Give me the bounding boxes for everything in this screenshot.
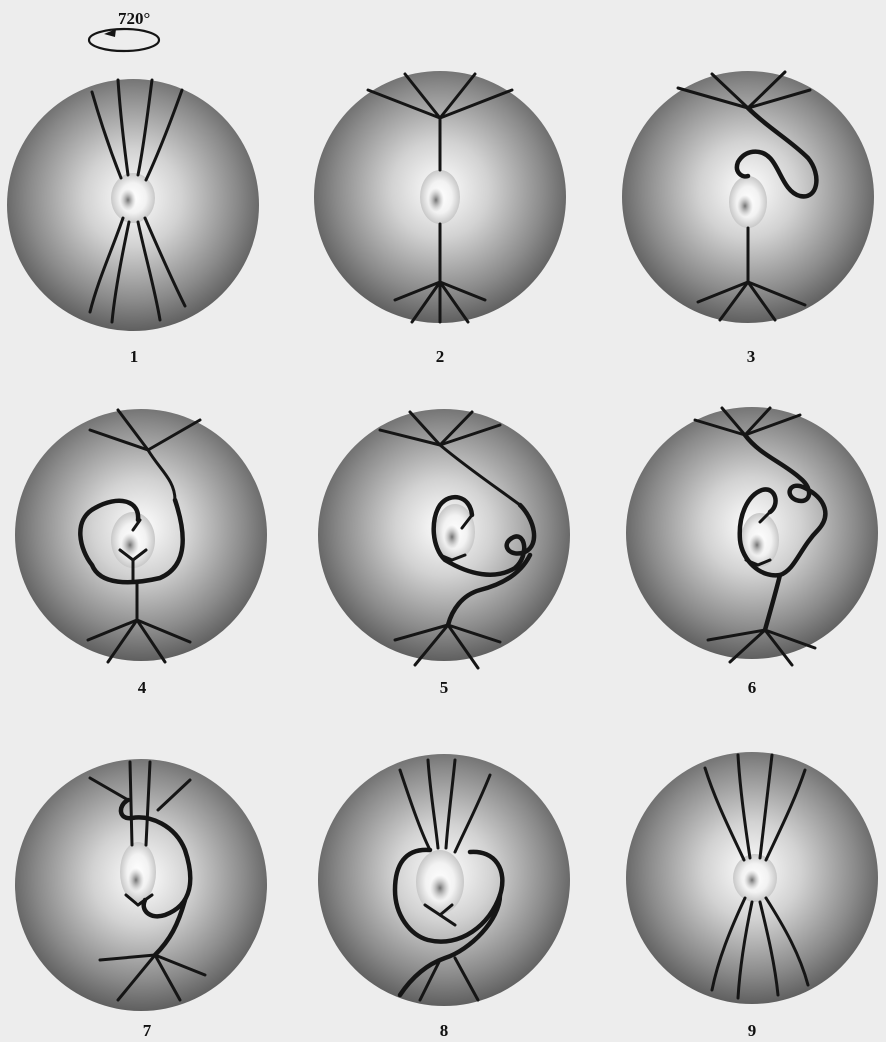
panel-number: 3 — [747, 347, 756, 366]
rotation-indicator: 720° — [89, 9, 159, 51]
panel-number: 9 — [748, 1021, 757, 1040]
fundus-panel-7: 7 — [15, 759, 267, 1040]
rotation-label: 720° — [118, 9, 150, 28]
fundus-panel-1: 1 — [7, 79, 259, 366]
panel-number: 7 — [143, 1021, 152, 1040]
panel-number: 5 — [440, 678, 449, 697]
panel-number: 1 — [130, 347, 139, 366]
fundus-panel-9: 9 — [626, 752, 878, 1040]
fundus-panel-5: 5 — [318, 409, 570, 697]
panel-number: 4 — [138, 678, 147, 697]
rotation-arrow-icon — [89, 29, 159, 51]
fundus-panel-4: 4 — [15, 409, 267, 697]
panel-number: 2 — [436, 347, 445, 366]
panel-number: 6 — [748, 678, 757, 697]
fundus-panel-6: 6 — [626, 407, 878, 697]
fundus-panel-3: 3 — [622, 71, 874, 366]
fundus-panel-2: 2 — [314, 71, 566, 366]
fundus-panel-8: 8 — [318, 754, 570, 1040]
panel-number: 8 — [440, 1021, 449, 1040]
